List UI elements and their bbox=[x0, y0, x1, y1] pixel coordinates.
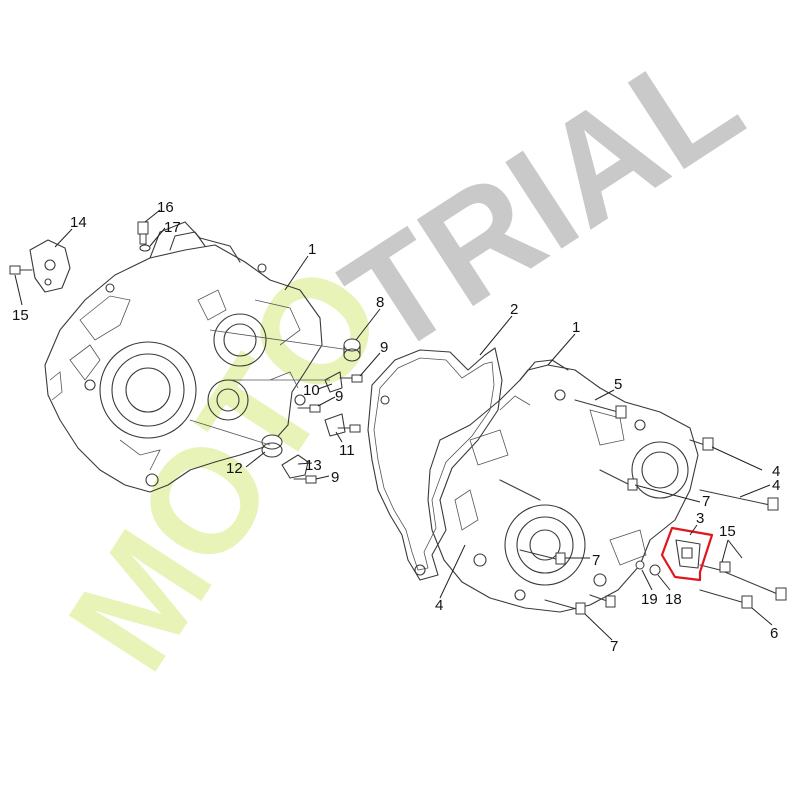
cover-plate-14 bbox=[29, 239, 71, 293]
callout-2: 2 bbox=[510, 301, 518, 318]
bolt-4b bbox=[767, 497, 779, 511]
bushing-8 bbox=[343, 338, 361, 362]
callout-4-c: 4 bbox=[435, 597, 443, 614]
left-crankcase-half bbox=[44, 221, 323, 493]
callout-15-left: 15 bbox=[12, 307, 29, 324]
callout-8: 8 bbox=[376, 294, 384, 311]
bolt-15-left bbox=[9, 265, 33, 275]
callout-15-right: 15 bbox=[719, 523, 736, 540]
leader-lines bbox=[14, 209, 773, 641]
right-crankcase-half bbox=[427, 359, 699, 613]
highlighted-part-3[interactable] bbox=[660, 526, 714, 582]
callout-3: 3 bbox=[696, 510, 704, 527]
small-parts-left bbox=[9, 221, 363, 484]
callout-11: 11 bbox=[339, 442, 355, 459]
bolt-7c bbox=[575, 602, 586, 615]
bolt-4a bbox=[702, 437, 714, 451]
clip-11 bbox=[324, 413, 346, 437]
watermark-trial: TRIAL bbox=[316, 12, 768, 387]
bushing-12 bbox=[261, 434, 283, 458]
callout-9-c: 9 bbox=[331, 469, 339, 486]
bolt-7d bbox=[605, 595, 616, 608]
plate-13 bbox=[281, 454, 309, 479]
bolt-6b bbox=[741, 595, 753, 609]
callout-10: 10 bbox=[303, 382, 320, 399]
callout-19: 19 bbox=[641, 591, 658, 608]
fitting-16 bbox=[137, 221, 149, 245]
bolt-5 bbox=[615, 405, 627, 419]
callout-17: 17 bbox=[164, 219, 181, 236]
callout-1-right: 1 bbox=[572, 319, 580, 336]
washer-18 bbox=[649, 564, 661, 576]
callout-1-left: 1 bbox=[308, 241, 316, 258]
callout-12: 12 bbox=[226, 460, 243, 477]
callout-13: 13 bbox=[305, 457, 322, 474]
bolt-7b bbox=[555, 552, 566, 565]
callout-7-b: 7 bbox=[592, 552, 600, 569]
callout-6: 6 bbox=[770, 625, 778, 642]
callout-9-a: 9 bbox=[380, 339, 388, 356]
callout-14: 14 bbox=[70, 214, 87, 231]
clip-10 bbox=[324, 371, 343, 393]
seal-19 bbox=[635, 560, 645, 570]
crankcase-gasket bbox=[367, 347, 503, 581]
callout-16: 16 bbox=[157, 199, 174, 216]
callout-7-c: 7 bbox=[610, 638, 618, 655]
callout-5: 5 bbox=[614, 376, 622, 393]
callout-labels: 1 1 2 3 4 4 4 5 6 7 7 7 8 9 9 9 10 11 12… bbox=[12, 199, 780, 655]
callout-9-b: 9 bbox=[335, 388, 343, 405]
bolt-6 bbox=[775, 587, 787, 601]
bolts-9 bbox=[293, 374, 363, 484]
callout-18: 18 bbox=[665, 591, 682, 608]
callout-4-b: 4 bbox=[772, 477, 780, 494]
bolt-15-right bbox=[719, 561, 731, 573]
callout-4-a: 4 bbox=[772, 463, 780, 480]
washer-17 bbox=[139, 244, 151, 252]
callout-7-a: 7 bbox=[702, 493, 710, 510]
bolt-7a bbox=[627, 478, 638, 491]
crankcase-bolts bbox=[499, 399, 787, 615]
